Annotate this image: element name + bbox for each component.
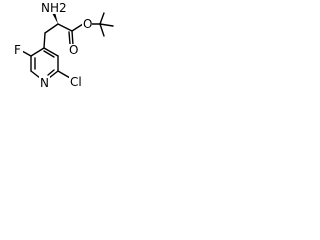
structure-drawing: NH2 O O F N Cl: [13, 1, 114, 90]
ring-bond-c3-c4: [43, 47, 59, 57]
bond-ch2-ring: [43, 32, 46, 49]
atom-ester-oxygen: O: [83, 17, 92, 31]
bond-tbu-up: [99, 12, 105, 25]
atom-carbonyl-oxygen: O: [69, 43, 78, 57]
atom-chlorine: Cl: [70, 75, 82, 89]
bond-calpha-carbonyl: [57, 23, 73, 32]
bond-ring-cl: [57, 70, 71, 79]
ring-bond-n-c2: [48, 70, 59, 79]
ring-double-c3-c4: [43, 50, 55, 58]
ring-bond-c6-n: [30, 70, 41, 79]
wedge-bond-nh2: [52, 12, 58, 24]
atom-label-layer: NH2 O O F N Cl: [13, 1, 92, 90]
atom-nh2: NH2: [41, 1, 67, 15]
bond-ring-f: [21, 50, 32, 57]
atom-ring-nitrogen: N: [40, 76, 49, 90]
chemical-structure-diagram: NH2 O O F N Cl: [0, 0, 126, 102]
ring-double-c2-n: [47, 69, 55, 76]
ring-bond-c4-c5: [30, 47, 45, 57]
bond-carbonyl-double-b: [68, 31, 71, 45]
bond-tbu-right: [99, 23, 114, 27]
bond-tbu-down: [99, 23, 105, 37]
bond-carbonyl-ester-o: [71, 23, 84, 32]
bond-layer: [21, 12, 114, 79]
bond-calpha-ch2: [44, 23, 59, 34]
bond-carbonyl-double-a: [71, 30, 74, 46]
atom-fluorine: F: [14, 43, 21, 57]
